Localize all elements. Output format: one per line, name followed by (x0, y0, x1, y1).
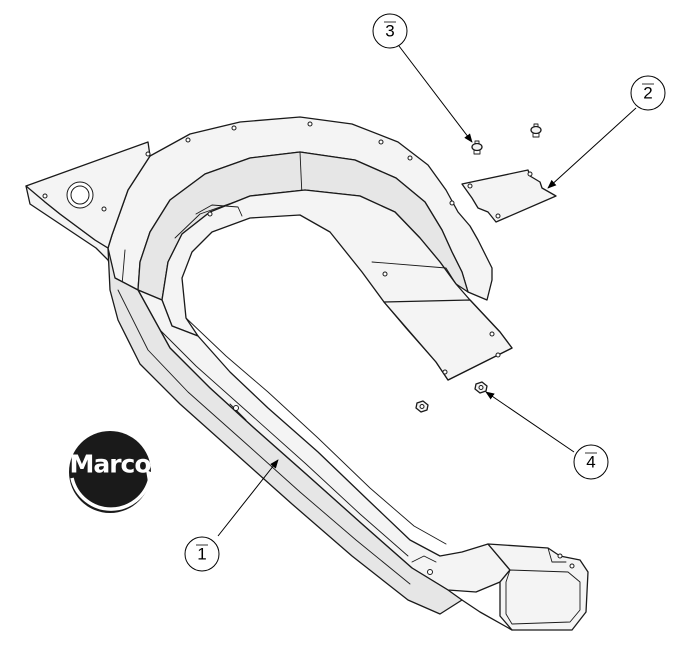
part-3-screws (471, 123, 542, 155)
leader-4 (485, 391, 575, 453)
callout-2: 2 (630, 75, 666, 111)
nut (415, 400, 429, 413)
logo-disc (69, 431, 151, 513)
trough-floor-plate (383, 299, 513, 381)
leader-lines (217, 45, 637, 537)
trough-end-cap (487, 543, 589, 631)
callout-3: 3 (372, 13, 408, 49)
part-2-plate (461, 169, 557, 223)
callout-3-label: 3 (385, 22, 394, 41)
callout-1: 1 (184, 536, 220, 572)
callout-2-label: 2 (643, 84, 652, 103)
part-4-nuts (415, 381, 488, 413)
callout-4-label: 4 (586, 453, 595, 472)
plate-outline (461, 169, 557, 223)
callout-1-label: 1 (197, 545, 206, 564)
screw (471, 140, 483, 155)
logo-text: Marco (69, 450, 151, 479)
logo-swoosh (70, 477, 152, 511)
leader-2 (547, 107, 637, 189)
leader-3 (398, 45, 473, 143)
part-1-trough (25, 116, 589, 631)
callout-4: 4 (573, 444, 609, 480)
screw (530, 123, 542, 138)
nut (474, 381, 488, 394)
marco-logo: Marco (69, 431, 156, 513)
leader-1 (217, 459, 279, 537)
